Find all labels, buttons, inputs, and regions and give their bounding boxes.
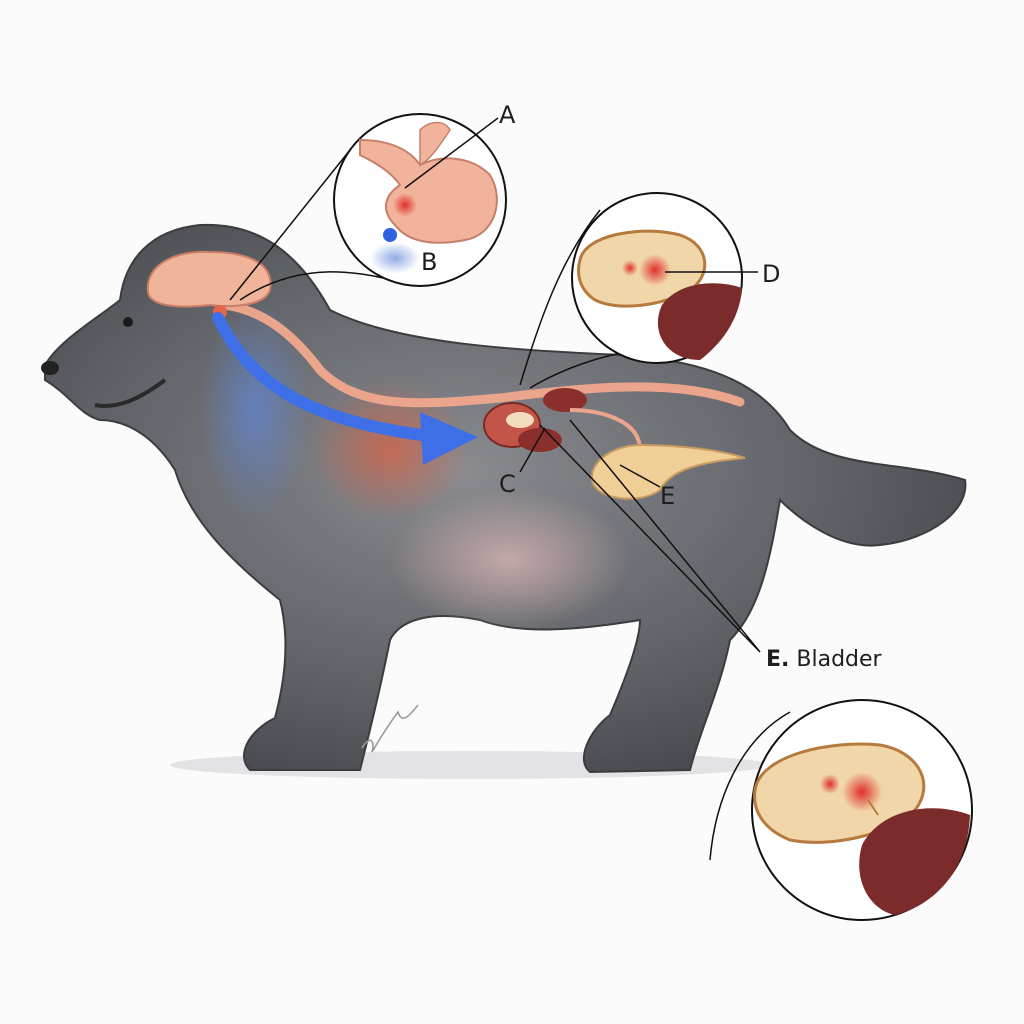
inset-bottom-lesion-main xyxy=(842,772,882,812)
mouth xyxy=(94,378,167,408)
label-c-leader xyxy=(519,427,546,473)
belly-patch xyxy=(390,490,630,630)
inset-bottom-connector xyxy=(867,799,879,816)
label-bladder-leader xyxy=(539,419,761,653)
inset-lesion xyxy=(393,193,417,217)
inset-d-kidney xyxy=(657,283,742,360)
inset-d-lesion-small xyxy=(622,260,638,276)
inset-bottom-tissue xyxy=(753,742,926,844)
label-c: C xyxy=(499,470,516,498)
inset-stalk xyxy=(419,121,451,167)
kidney-lower xyxy=(518,428,562,452)
nose xyxy=(41,361,59,375)
label-b: B xyxy=(421,248,438,276)
inset-blue-bulb xyxy=(383,228,397,242)
label-bladder: E. Bladder xyxy=(766,649,882,671)
label-bladder-prefix: E. xyxy=(766,647,790,672)
nerve-arrow-head xyxy=(420,412,478,465)
ureter xyxy=(569,408,642,451)
eye xyxy=(123,317,133,327)
spinal-cord xyxy=(220,300,745,408)
kidney-right xyxy=(543,388,587,412)
blue-spread-area xyxy=(200,300,310,520)
inset-blue-spray xyxy=(370,242,420,274)
artist-signature xyxy=(361,704,419,753)
label-a-leader xyxy=(404,117,499,189)
inset-bottom-kidney xyxy=(859,808,970,915)
bladder-organ xyxy=(590,443,746,500)
brain xyxy=(146,250,272,308)
inset-bottom-lesion-small xyxy=(820,774,840,794)
adrenal xyxy=(506,412,534,428)
label-e-leader xyxy=(619,464,661,488)
inset-bottom-leader xyxy=(709,711,791,861)
nerve-arrow xyxy=(212,312,436,442)
label-a: A xyxy=(499,101,516,129)
label-e: E xyxy=(660,482,676,510)
label-d: D xyxy=(762,260,781,288)
label-bladder-name: Bladder xyxy=(796,647,882,672)
inset-d-lesion-main xyxy=(639,254,671,286)
